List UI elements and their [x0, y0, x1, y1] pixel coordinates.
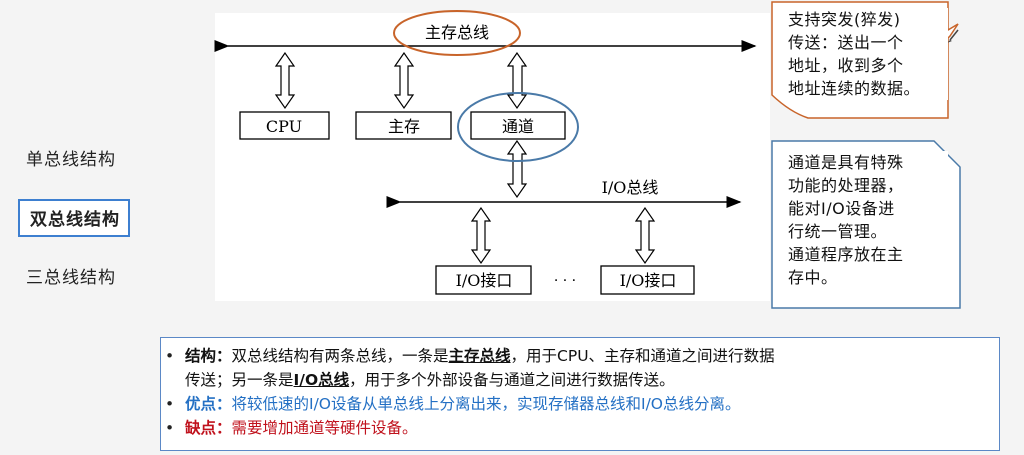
io-bus-term: I/O总线: [293, 371, 350, 389]
bullet-marker: •: [165, 395, 175, 413]
structure-text: 传送；另一条是: [185, 371, 294, 389]
burst-note-line: 传送：送出一个: [788, 33, 904, 52]
nav-item-single-bus[interactable]: 单总线结构: [26, 150, 116, 170]
main-bus-highlight: [393, 10, 521, 56]
structure-text: ，用于CPU、主存和通道之间进行数据: [510, 347, 775, 365]
io-port-2-arrow: [634, 206, 656, 265]
advantage-text: 将较低速的I/O设备从单总线上分离出来，实现存储器总线和I/O总线分离。: [231, 395, 741, 413]
channel-arrow-top: [506, 51, 528, 110]
burst-note-line: 支持突发(猝发): [788, 10, 901, 29]
channel-arrow-bottom: [506, 139, 528, 199]
io-port-1-arrow: [470, 206, 492, 265]
cpu-box: [239, 111, 330, 140]
main-bus-label: 主存总线: [425, 23, 489, 42]
channel-note-line: 行统一管理。: [788, 222, 888, 241]
pencil-icon: [947, 29, 959, 43]
channel-note: 通道是具有特殊 功能的处理器， 能对I/O设备进 行统一管理。 通道程序放在主 …: [788, 151, 948, 289]
bullet-marker: •: [165, 347, 175, 365]
channel-box: [470, 111, 566, 140]
channel-note-line: 通道程序放在主: [788, 245, 904, 264]
io-bus-label: I/O总线: [602, 178, 659, 197]
memory-box: [355, 111, 452, 140]
structure-text: 双总线结构有两条总线，一条是: [231, 347, 449, 365]
channel-label: 通道: [502, 117, 534, 136]
advantage-bullet: • 优点：将较低速的I/O设备从单总线上分离出来，实现存储器总线和I/O总线分离。: [165, 392, 741, 416]
disadvantage-bullet: • 缺点：需要增加通道等硬件设备。: [165, 416, 418, 440]
burst-note-line: 地址，收到多个: [788, 56, 904, 75]
io-port-2-label: I/O接口: [620, 271, 677, 290]
io-port-box-2: [600, 265, 695, 295]
cpu-arrow: [274, 51, 296, 110]
cpu-label: CPU: [266, 117, 302, 136]
nav-item-dual-bus[interactable]: 双总线结构: [18, 199, 130, 237]
channel-note-line: 通道是具有特殊: [788, 153, 904, 172]
channel-note-line: 功能的处理器，: [788, 176, 904, 195]
disadvantage-label: 缺点：: [185, 419, 232, 437]
io-port-box-1: [435, 265, 532, 295]
channel-note-line: 能对I/O设备进: [788, 199, 895, 218]
main-bus-term: 主存总线: [448, 347, 511, 365]
structure-bullet: • 结构：双总线结构有两条总线，一条是主存总线，用于CPU、主存和通道之间进行数据: [165, 344, 775, 368]
channel-note-line: 存中。: [788, 268, 838, 287]
burst-note-line: 地址连续的数据。: [788, 79, 921, 98]
structure-bullet-continued: 传送；另一条是I/O总线，用于多个外部设备与通道之间进行数据传送。: [185, 368, 675, 392]
memory-arrow: [393, 51, 415, 110]
io-port-1-label: I/O接口: [456, 271, 513, 290]
bullet-marker: •: [165, 419, 175, 437]
disadvantage-text: 需要增加通道等硬件设备。: [231, 419, 418, 437]
summary-box: • 结构：双总线结构有两条总线，一条是主存总线，用于CPU、主存和通道之间进行数据…: [160, 337, 1000, 451]
structure-text: ，用于多个外部设备与通道之间进行数据传送。: [349, 371, 675, 389]
structure-label: 结构：: [185, 347, 232, 365]
memory-label: 主存: [388, 117, 420, 136]
advantage-label: 优点：: [185, 395, 232, 413]
bus-arrows: [274, 51, 656, 265]
io-ellipsis: · · ·: [554, 273, 576, 289]
burst-note: 支持突发(猝发) 传送：送出一个 地址，收到多个 地址连续的数据。: [788, 8, 948, 100]
nav-item-triple-bus[interactable]: 三总线结构: [26, 268, 116, 288]
channel-highlight: [457, 92, 579, 162]
left-nav: 单总线结构 双总线结构 三总线结构: [0, 0, 160, 455]
